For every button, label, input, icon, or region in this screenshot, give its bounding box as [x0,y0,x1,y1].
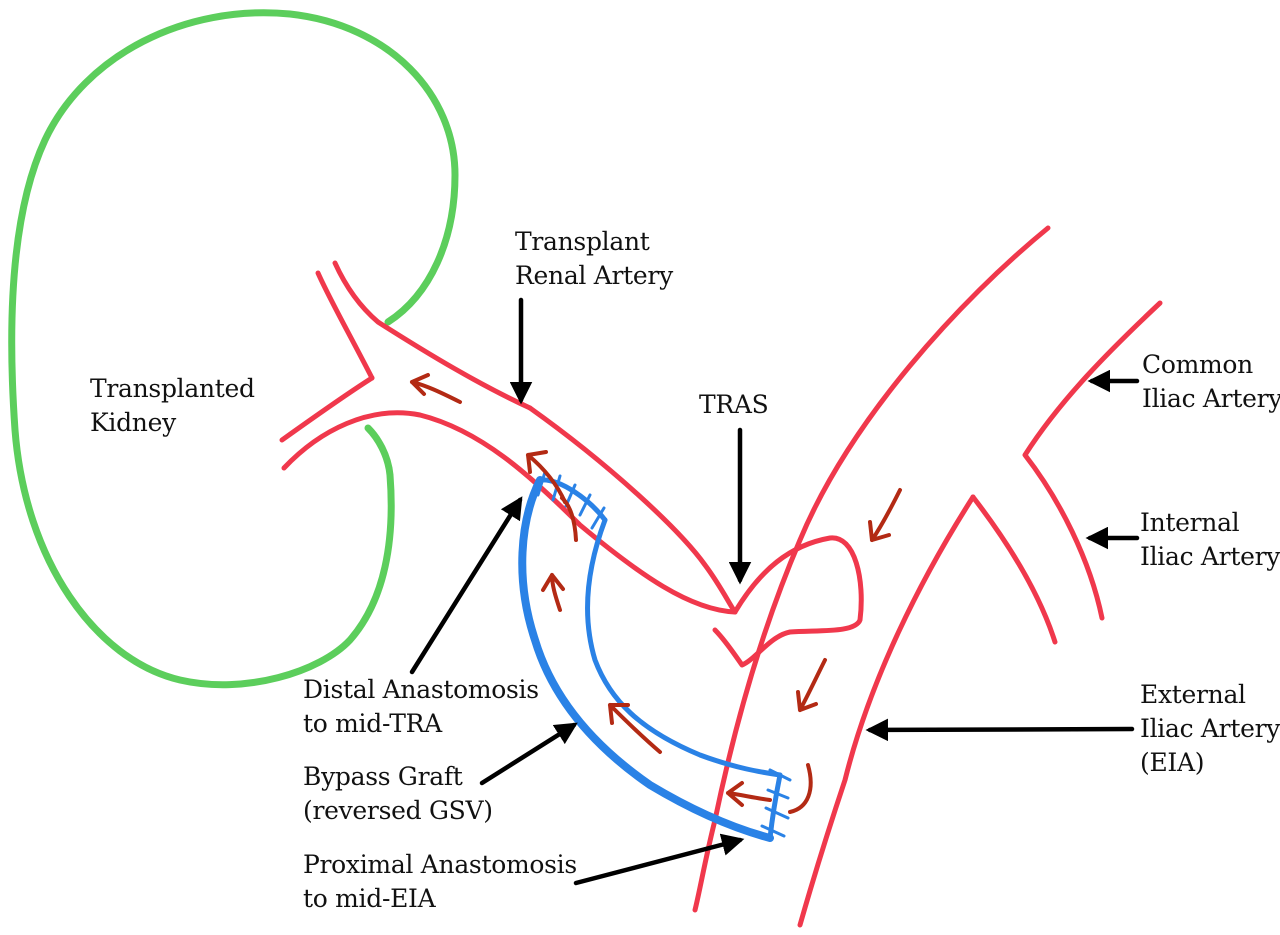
label-distal-line-1: Distal Anastomosis [303,675,539,704]
pointer-proximal [573,833,745,886]
label-tras: TRAS [699,388,769,422]
label-eia-line-3: (EIA) [1140,748,1205,777]
label-tra-line-2: Renal Artery [515,261,673,290]
iia-left-wall [970,494,1058,645]
arteries [279,225,1163,928]
renal-artery-upper-wall [527,405,738,615]
suture-distal-5 [590,506,606,530]
label-bypass-graft: Bypass Graft (reversed GSV) [303,760,493,828]
label-graft-line-2: (reversed GSV) [303,796,493,825]
renal-artery-branch-mid [279,375,375,443]
label-graft-line-1: Bypass Graft [303,762,463,791]
tras-segment [712,535,864,668]
flow-arrow-graft-3 [726,781,772,807]
label-tra-line-1: Transplant [515,227,650,256]
label-proximal-line-1: Proximal Anastomosis [303,850,577,879]
flow-arrow-renal [410,373,462,404]
suture-proximal-3 [764,806,790,820]
label-internal-iliac-artery: Internal Iliac Artery [1140,506,1280,574]
label-pointers [409,297,1140,886]
label-tras-line-1: TRAS [699,390,769,419]
label-transplant-renal-artery: Transplant Renal Artery [515,225,673,293]
suture-distal-1 [536,470,547,497]
label-distal-line-2: to mid-TRA [303,709,442,738]
suture-distal-4 [578,493,592,517]
flow-arrow-eia-2 [796,658,827,712]
label-proximal-anastomosis: Proximal Anastomosis to mid-EIA [303,848,577,916]
cia-right-wall [1022,300,1163,621]
label-distal-anastomosis: Distal Anastomosis to mid-TRA [303,673,539,741]
pointer-graft [479,722,578,786]
flow-arrows [410,373,902,814]
pointer-distal [409,496,523,675]
suture-proximal-1 [768,768,792,782]
graft-inner-wall [585,517,783,778]
label-eia-line-2: Iliac Artery [1140,714,1280,743]
flow-arrow-graft-2 [608,703,662,754]
eia-left-wall [692,225,1051,913]
flow-arrow-graft-distal [560,496,578,542]
label-eia-line-1: External [1140,680,1246,709]
flow-arrow-graft-1 [541,573,565,612]
renal-artery-branch-top-b [332,260,533,411]
label-kidney-line-2: Kidney [90,408,176,437]
graft-proximal-cap [767,772,783,841]
label-iia-line-1: Internal [1140,508,1240,537]
label-external-iliac-artery: External Iliac Artery (EIA) [1140,678,1280,780]
pointer-eia [865,718,1135,742]
label-cia-line-2: Iliac Artery [1142,384,1280,413]
flow-arrow-eia-3 [788,763,813,814]
renal-artery-branch-top-a [315,270,375,381]
label-transplanted-kidney: Transplanted Kidney [90,372,255,440]
flow-arrow-eia-1 [868,488,902,542]
label-kidney-line-1: Transplanted [90,374,255,403]
suture-proximal-2 [766,788,790,800]
label-iia-line-2: Iliac Artery [1140,542,1280,571]
label-common-iliac-artery: Common Iliac Artery [1142,348,1280,416]
kidney-upper-contour [8,9,459,689]
label-cia-line-1: Common [1142,350,1253,379]
bypass-graft [518,470,792,842]
eia-right-wall [797,494,976,928]
suture-proximal-4 [760,824,786,838]
label-proximal-line-2: to mid-EIA [303,884,436,913]
renal-artery-lower-wall [281,410,738,615]
kidney-outline [8,9,459,689]
graft-outer-wall [518,476,774,842]
